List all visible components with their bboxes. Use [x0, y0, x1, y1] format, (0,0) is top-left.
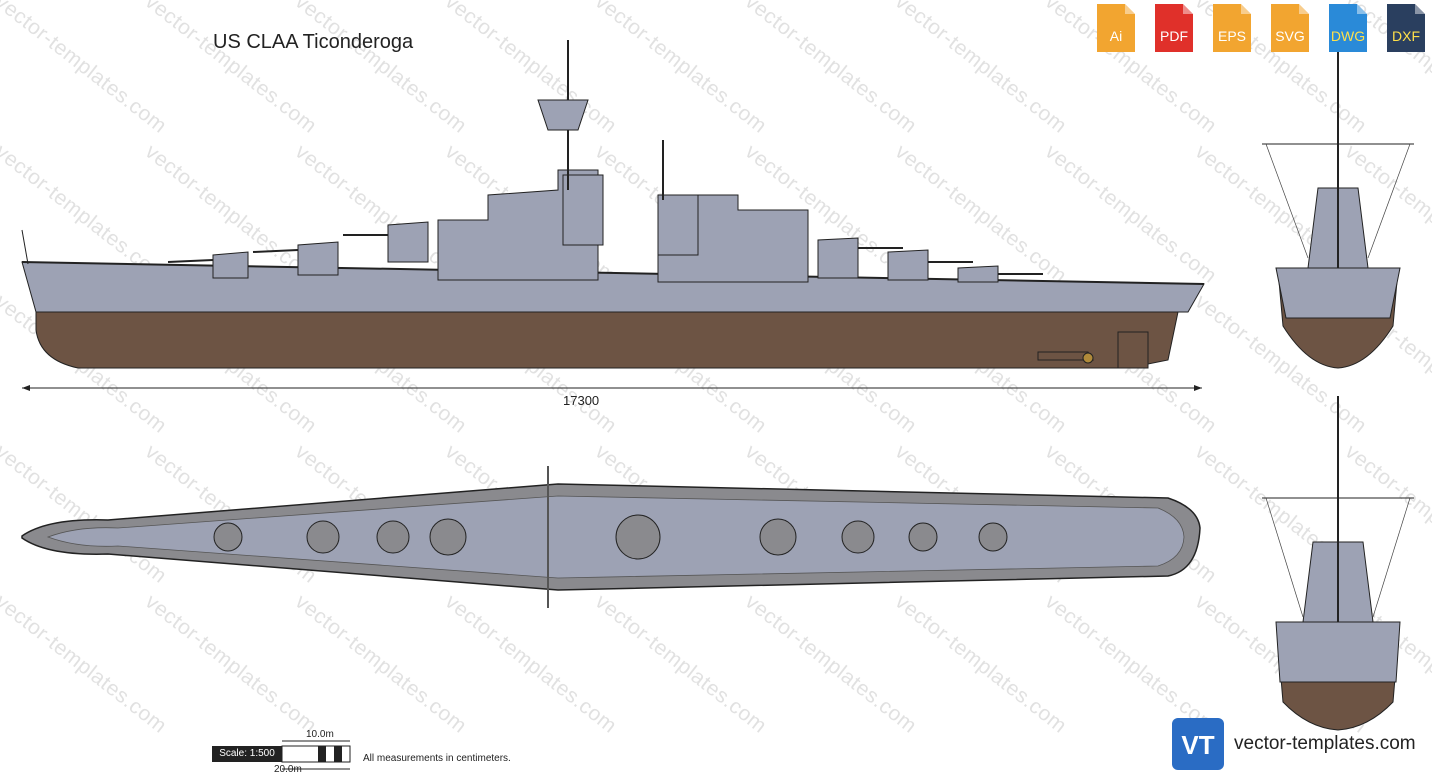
format-label: DWG [1330, 28, 1366, 44]
ship-front-view [1262, 52, 1414, 369]
format-label: DXF [1392, 28, 1420, 44]
file-icon [1213, 4, 1251, 52]
length-dimension-line [22, 385, 1202, 391]
scale-twenty-label: 20.0m [274, 764, 302, 775]
file-icon [1387, 4, 1425, 52]
format-eps-button[interactable]: EPS [1209, 4, 1255, 52]
format-pdf-button[interactable]: PDF [1151, 4, 1197, 52]
format-dwg-button[interactable]: DWG [1325, 4, 1371, 52]
ship-plan-view [21, 466, 1201, 608]
svg-text:VT: VT [1181, 730, 1214, 760]
scale-ten-label: 10.0m [306, 729, 334, 740]
ship-rear-view [1262, 396, 1414, 731]
format-label: PDF [1160, 28, 1188, 44]
format-svg-button[interactable]: SVG [1267, 4, 1313, 52]
ship-side-view [21, 40, 1205, 369]
length-dimension: 17300 [563, 393, 600, 408]
format-dxf-button[interactable]: DXF [1383, 4, 1429, 52]
measurement-note: All measurements in centimeters. [363, 753, 511, 764]
file-icon [1155, 4, 1193, 52]
site-logo[interactable]: VT vector-templates.com [1172, 718, 1416, 770]
page-title: US CLAA Ticonderoga [213, 31, 414, 53]
vt-logo-icon: VT [1172, 718, 1224, 770]
format-label: SVG [1275, 28, 1305, 44]
scale-bar: 10.0m Scale: 1:500 20.0m [212, 729, 352, 779]
format-label: Ai [1109, 28, 1123, 44]
format-ai-button[interactable]: Ai [1093, 4, 1139, 52]
scale-label: Scale: 1:500 [212, 746, 282, 762]
file-icon [1097, 4, 1135, 52]
file-icon [1271, 4, 1309, 52]
file-icon [1329, 4, 1367, 52]
format-label: EPS [1217, 28, 1246, 44]
scale-ruler [281, 740, 351, 770]
logo-text: vector-templates.com [1234, 733, 1416, 754]
format-buttons: Ai PDF EPS SVG DWG DXF [1093, 4, 1429, 52]
